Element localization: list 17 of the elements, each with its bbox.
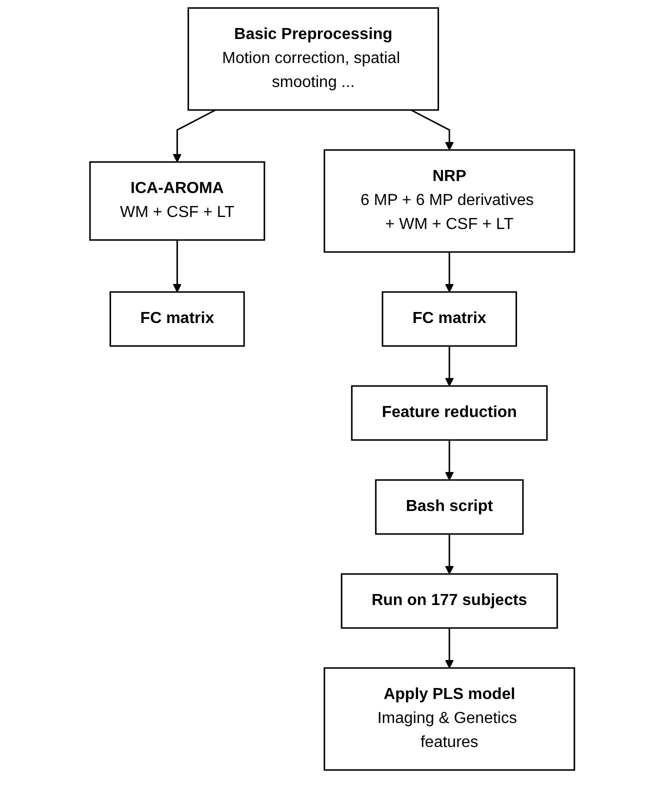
node-box: Run on 177 subjects (341, 573, 558, 629)
arrow (445, 346, 454, 386)
arrow (173, 109, 216, 162)
node-box: Bash script (375, 479, 524, 535)
arrow (445, 628, 454, 668)
arrow (173, 240, 182, 292)
node-box: FC matrix (110, 291, 246, 347)
node-box: Apply PLS model Imaging & Genetics features (324, 667, 576, 771)
node-box: ICA-AROMA WM + CSF + LT (90, 161, 266, 241)
node-box: NRP 6 MP + 6 MP derivatives + WM + CSF + LT (324, 149, 576, 253)
arrow (445, 534, 454, 574)
arrow (445, 252, 454, 292)
node-box: Basic Preprocessing Motion correction, spatial smooting ... (188, 7, 440, 111)
node-box: FC matrix (382, 291, 518, 347)
arrow (411, 109, 454, 150)
arrow (445, 440, 454, 480)
node-box: Feature reduction (351, 385, 548, 441)
